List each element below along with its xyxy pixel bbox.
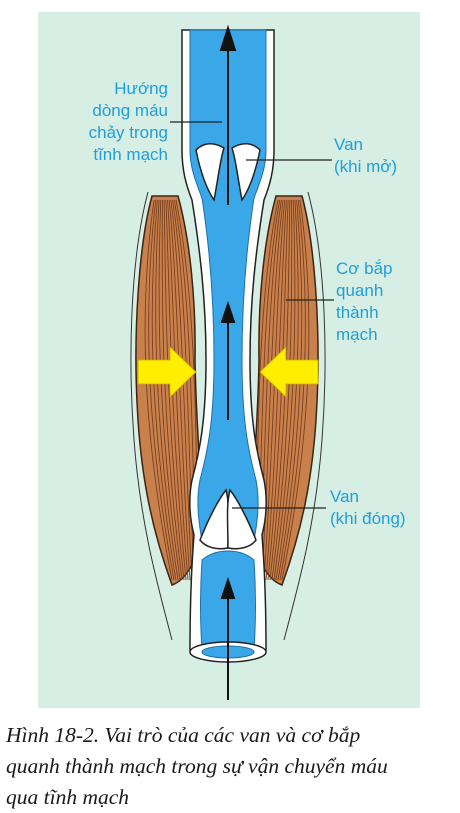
arrow-left-icon bbox=[259, 346, 319, 398]
tissue-outlines bbox=[130, 191, 326, 641]
valve-closed bbox=[199, 488, 257, 550]
leader-lines bbox=[170, 121, 334, 509]
caption-line: qua tĩnh mạch bbox=[6, 785, 130, 809]
label-valve-open: Van (khi mở) bbox=[334, 135, 398, 176]
caption-line: Hình 18-2. Vai trò của các van và cơ bắp bbox=[6, 723, 361, 747]
arrow-up-icon bbox=[220, 576, 236, 700]
arrow-right-icon bbox=[137, 346, 197, 398]
valve-open bbox=[195, 143, 261, 202]
label-valve-closed: Van (khi đóng) bbox=[330, 487, 406, 528]
arrow-up-icon bbox=[220, 300, 236, 420]
label-muscle: Cơ bắp quanh thành mạch bbox=[336, 259, 393, 344]
figure-caption: Hình 18-2. Vai trò của các van và cơ bắp… bbox=[6, 720, 456, 813]
arrow-up-icon bbox=[219, 24, 237, 205]
label-flow-direction: Hướng dòng máu chảy trong tĩnh mạch bbox=[88, 79, 168, 164]
caption-line: quanh thành mạch trong sự vận chuyển máu bbox=[6, 754, 388, 778]
